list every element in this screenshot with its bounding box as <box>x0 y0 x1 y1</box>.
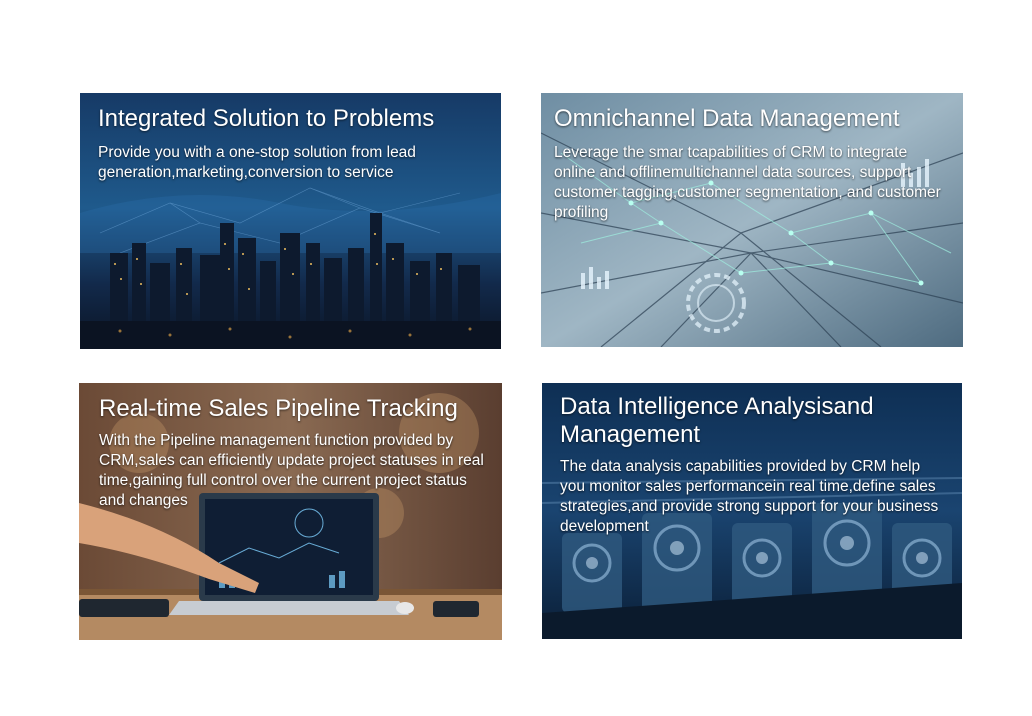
card-text: Real-time Sales Pipeline Tracking With t… <box>99 395 488 511</box>
laptop-dashboard-image <box>79 383 502 640</box>
card-description: Leverage the smar tcapabilities of CRM t… <box>554 144 941 221</box>
card-title: Data Intelligence Analysisand Management <box>560 393 874 448</box>
feature-card-omnichannel-data: Omnichannel Data Management Leverage the… <box>541 93 963 347</box>
card-text: Omnichannel Data Management Leverage the… <box>554 105 951 223</box>
card-title: Omnichannel Data Management <box>554 105 900 132</box>
card-description: Provide you with a one-stop solution fro… <box>98 144 416 181</box>
card-text: Data Intelligence Analysisand Management… <box>560 393 948 537</box>
card-title: Integrated Solution to Problems <box>98 105 435 132</box>
night-city-skyline-image <box>80 93 501 349</box>
feature-card-sales-pipeline: Real-time Sales Pipeline Tracking With t… <box>79 383 502 640</box>
card-text: Integrated Solution to Problems Provide … <box>98 105 483 183</box>
card-description: The data analysis capabilities provided … <box>560 458 939 535</box>
engine-machinery-image <box>542 383 962 639</box>
feature-card-data-intelligence: Data Intelligence Analysisand Management… <box>542 383 962 639</box>
card-title: Real-time Sales Pipeline Tracking <box>99 395 458 422</box>
data-network-buildings-image <box>541 93 963 347</box>
feature-card-integrated-solution: Integrated Solution to Problems Provide … <box>80 93 501 349</box>
card-description: With the Pipeline management function pr… <box>99 432 484 509</box>
